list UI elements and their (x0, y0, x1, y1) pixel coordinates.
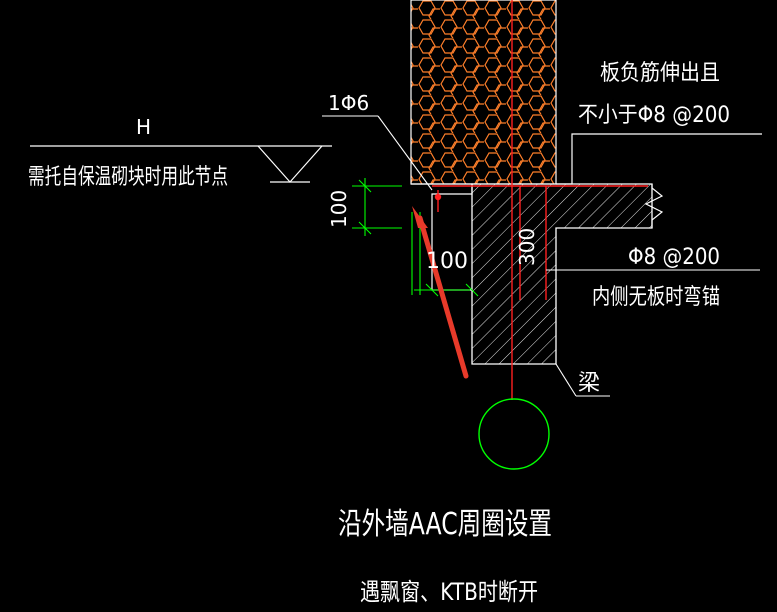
axis-circle (478, 398, 550, 470)
ring-beam (471, 133, 762, 365)
rebar-1-label: 1Φ6 (328, 91, 369, 115)
inner-note: 内侧无板时弯锚 (592, 285, 720, 310)
rebar-spec: Φ8 @200 (628, 245, 720, 270)
slab-neg-line1: 板负筋伸出且 (600, 61, 720, 86)
elevation-mark-label: H (136, 115, 151, 139)
dimension-lines (352, 178, 479, 297)
beam-label: 梁 (578, 371, 600, 396)
dim-100-mid: 100 (426, 249, 468, 274)
rebar-lines (432, 0, 648, 400)
title-sub: 遇飘窗、KTB时断开 (360, 578, 538, 606)
elevation-note: 需托自保温砌块时用此节点 (28, 165, 228, 190)
title-main: 沿外墙AAC周圈设置 (338, 507, 552, 542)
aac-wall-block (410, 0, 557, 185)
elevation-mark (30, 145, 332, 183)
leader-lines (322, 115, 760, 397)
dim-100-left: 100 (327, 190, 351, 228)
slab-neg-line2: 不小于Φ8 @200 (578, 103, 730, 128)
annotation-arrow (412, 206, 469, 379)
dim-300: 300 (515, 228, 539, 266)
